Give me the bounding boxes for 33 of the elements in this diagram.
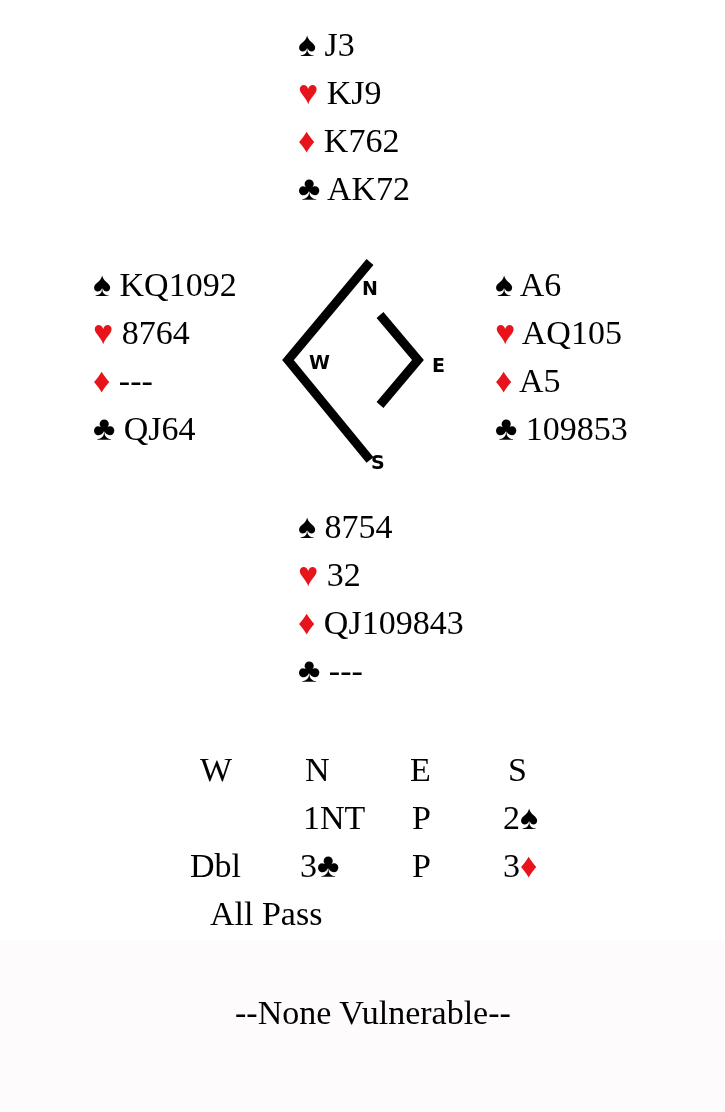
hand-holding: ♦ K762 (298, 121, 400, 161)
bid-cell: 3♣ (300, 846, 340, 886)
hand-holding: ♠ KQ1092 (93, 265, 237, 305)
bid-cell: S (508, 750, 527, 790)
hand-holding: ♥ KJ9 (298, 73, 382, 113)
hand-holding: ♠ 8754 (298, 507, 393, 547)
hand-holding: ♦ --- (93, 361, 153, 401)
hand-holding: ♥ 32 (298, 555, 361, 595)
bid-cell: Dbl (190, 846, 241, 886)
bid-cell: 3♦ (503, 846, 538, 886)
bid-cell: P (412, 798, 431, 838)
hand-holding: ♣ --- (298, 651, 363, 691)
bid-cell: N (305, 750, 330, 790)
hand-holding: ♦ QJ109843 (298, 603, 464, 643)
hand-holding: ♥ 8764 (93, 313, 190, 353)
hand-holding: ♣ QJ64 (93, 409, 196, 449)
bid-cell: P (412, 846, 431, 886)
compass-letter: W (309, 351, 330, 373)
hand-holding: ♠ J3 (298, 25, 355, 65)
bid-cell: W (200, 750, 233, 790)
bid-cell: E (410, 750, 431, 790)
bid-cell: All Pass (210, 894, 323, 934)
hand-holding: ♦ A5 (495, 361, 561, 401)
hand-holding: ♥ AQ105 (495, 313, 622, 353)
caption: --None Vulnerable-- (235, 993, 511, 1033)
hand-holding: ♣ 109853 (495, 409, 628, 449)
hand-holding: ♣ AK72 (298, 169, 411, 209)
hand-holding: ♠ A6 (495, 265, 562, 305)
compass-letter: S (371, 451, 385, 473)
bid-cell: 2♠ (503, 798, 539, 838)
compass-letter: N (362, 277, 378, 299)
bid-cell: 1NT (303, 798, 366, 838)
compass-letter: E (432, 354, 445, 376)
